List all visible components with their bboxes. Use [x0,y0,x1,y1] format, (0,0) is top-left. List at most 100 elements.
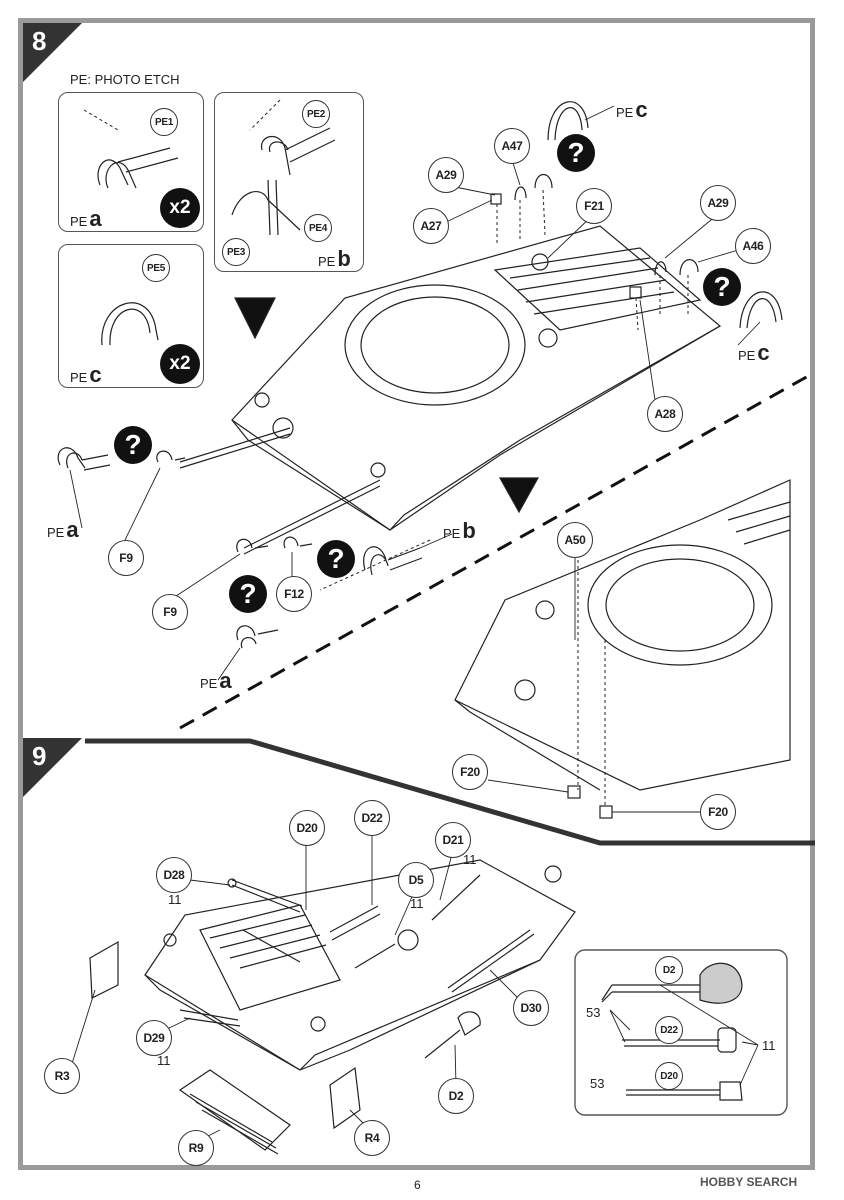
callout-a29-top: A29 [428,157,464,193]
detail-label-53-bottom: 53 [590,1076,605,1091]
pe-letter-b: b [337,246,351,271]
step9-number: 9 [32,741,47,771]
engine-grille [493,247,702,331]
upper-hull-outline [231,225,722,531]
lower-turret-ring [587,544,773,666]
a46-part [679,259,699,276]
detail-d2-shaft [601,984,700,1003]
callout-d21: D21 [435,822,471,858]
r4-part [329,1066,361,1130]
callout-d28: D28 [156,857,192,893]
pe-c-top-label: PEc [616,97,648,122]
d28-part [231,879,303,913]
question-icon-lower: ? [229,575,267,613]
d21-part [431,874,481,921]
a29-part-right [654,261,667,276]
f20-part-right [599,805,613,819]
pe-box-c-label: PEc [70,362,102,387]
pe-a-left-part [57,447,86,469]
callout-f20-right: F20 [700,794,736,830]
callout-pe5: PE5 [142,254,170,282]
pe-prefix: PE [70,214,88,229]
f9-part-lower [236,538,269,553]
pe-box-b-label: PEb [318,246,351,271]
step9-top-border [85,738,815,846]
pe-a-bottom-part [236,625,279,649]
a27-part [490,193,502,205]
detail-d22-head [717,1027,737,1053]
callout-d30: D30 [513,990,549,1026]
callout-f9-lower: F9 [152,594,188,630]
f12-part [283,536,313,549]
a29-part-top [514,186,527,201]
pe1-part [97,159,137,189]
detail-callout-d22: D22 [655,1016,683,1044]
pe-a-left-label: PEa [47,517,79,542]
question-icon-mid: ? [317,540,355,578]
lower-hull-outline [454,479,791,791]
pe3-part [267,179,279,236]
pe-c-right-label: PEc [738,340,770,365]
pe-c-top-part [547,101,589,141]
pe-c-right-part [739,291,783,329]
detail-label-53-top: 53 [586,1005,601,1020]
callout-f20-left: F20 [452,754,488,790]
step-separator [179,373,811,730]
callout-d20: D20 [289,810,325,846]
callout-d5: D5 [398,862,434,898]
detail-d20-head [719,1081,743,1101]
callout-a27: A27 [413,208,449,244]
pe-letter-a: a [89,206,102,231]
pe-b-mid-part [363,546,423,576]
d5-part [354,943,396,969]
detail-callout-d2: D2 [655,956,683,984]
callout-pe3: PE3 [222,238,250,266]
callout-r3: R3 [44,1058,80,1094]
f20-part-left [567,785,581,799]
callout-a46: A46 [735,228,771,264]
step8-arrow-left [234,297,276,340]
pe-b-mid-label: PEb [443,518,476,543]
question-icon-left: ? [114,426,152,464]
step8-arrow-mid [498,477,540,514]
pe-a-bottom-label: PEa [200,668,232,693]
detail-d2-blade [699,962,743,1004]
r3-part [89,940,119,999]
callout-r9: R9 [178,1130,214,1166]
question-icon-right: ? [703,268,741,306]
qty-d29: 11 [157,1053,171,1068]
callout-a29-right: A29 [700,185,736,221]
question-icon-top: ? [557,134,595,172]
pe5-part [101,302,159,346]
callout-f21: F21 [576,188,612,224]
multiplier-badge-a: x2 [160,188,200,228]
callout-f12: F12 [276,576,312,612]
callout-r4: R4 [354,1120,390,1156]
callout-d2: D2 [438,1078,474,1114]
callout-d29: D29 [136,1020,172,1056]
callout-a50: A50 [557,522,593,558]
pe2-part [261,136,291,176]
callout-a28: A28 [647,396,683,432]
detail-d20-part [626,1089,720,1096]
pe-letter-c: c [89,362,102,387]
d22-part [329,905,381,941]
multiplier-badge-c: x2 [160,344,200,384]
pe-box-a-label: PEa [70,206,102,232]
step9-badge-shape [23,738,82,797]
step8-badge-shape [23,23,82,82]
a47-part [534,173,553,189]
callout-pe1: PE1 [150,108,178,136]
step8-number: 8 [32,26,47,56]
d30-part [447,929,535,993]
page-frame [18,18,815,1170]
f9-part-upper [156,450,186,463]
callout-d22: D22 [354,800,390,836]
d20-part [242,929,301,963]
callout-a47: A47 [494,128,530,164]
step9-hull-outline [144,859,576,1071]
callout-f9-upper: F9 [108,540,144,576]
